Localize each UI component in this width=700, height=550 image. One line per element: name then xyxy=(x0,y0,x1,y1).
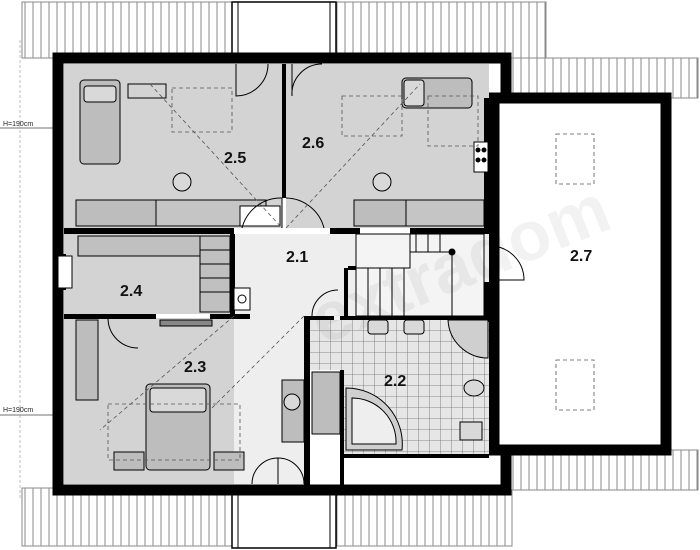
roof-strip-bottom-left xyxy=(21,487,233,547)
roof-strip-bottom-right xyxy=(335,487,513,547)
room-2.4-wardrobes xyxy=(77,235,251,313)
room-2.6-furniture xyxy=(353,77,489,227)
toilet xyxy=(463,379,485,397)
sink-1 xyxy=(367,319,389,335)
room-label-2.1: 2.1 xyxy=(286,249,308,266)
window-2.4 xyxy=(57,255,73,289)
staircase xyxy=(355,233,485,317)
room-label-2.6: 2.6 xyxy=(302,135,324,152)
room-labels: 2.5 2.6 2.1 2.4 2.3 2.2 2.7 xyxy=(120,135,592,390)
room-2.2-left-strip xyxy=(310,320,344,370)
roof-hatching xyxy=(21,1,699,547)
height-lines: H=190cm H=190cm xyxy=(0,40,62,500)
height-note-upper: H=190cm xyxy=(3,121,33,128)
roof-slope-lines xyxy=(99,83,595,461)
room-2.5-furniture xyxy=(75,79,281,227)
dormer-bottom xyxy=(231,485,337,549)
chair-2.5 xyxy=(172,172,192,192)
room-label-2.2: 2.2 xyxy=(384,373,406,390)
dormers xyxy=(231,1,337,549)
roof-strip-right-top xyxy=(505,57,699,99)
door-swings xyxy=(107,63,525,485)
attic-2.7-enclosure xyxy=(488,92,672,456)
roof-strip-top xyxy=(21,1,233,59)
exterior-walls xyxy=(52,52,672,496)
room-label-2.3: 2.3 xyxy=(184,359,206,376)
sink-2 xyxy=(403,319,425,335)
shower xyxy=(447,319,489,359)
desk-2.3 xyxy=(281,379,305,443)
roof-strip-top-right xyxy=(335,1,547,59)
room-label-2.5: 2.5 xyxy=(224,150,246,167)
chair-2.6 xyxy=(372,172,392,192)
room-label-2.7: 2.7 xyxy=(570,248,592,265)
room-2.3-furniture xyxy=(75,319,341,471)
bathroom-2.2-fixtures xyxy=(345,319,489,451)
room-label-2.4: 2.4 xyxy=(120,283,142,300)
roof-strip-right-bottom xyxy=(505,449,699,491)
height-note-lower: H=190cm xyxy=(3,407,33,414)
